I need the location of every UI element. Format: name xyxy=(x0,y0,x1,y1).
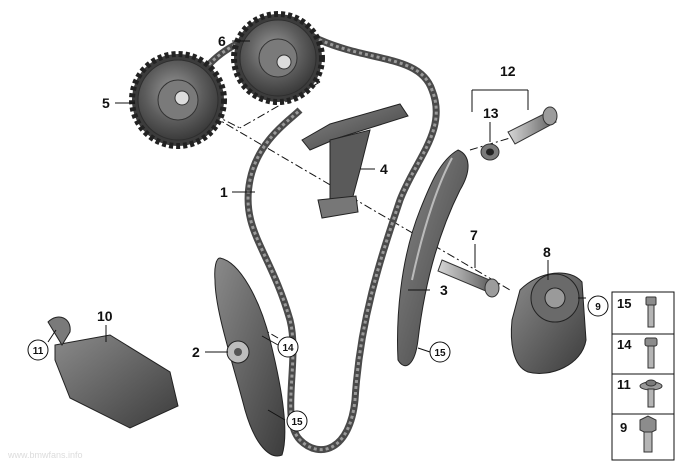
svg-text:15: 15 xyxy=(434,348,446,359)
callout-9-circle: 9 xyxy=(587,295,609,317)
legend-label-11: 11 xyxy=(617,377,631,392)
watermark: www.bmwfans.info xyxy=(7,450,83,460)
chain-tensioner xyxy=(510,272,587,374)
leader-lines xyxy=(47,40,586,421)
callout-7: 7 xyxy=(470,227,478,243)
callout-15-circle-rail: 15 xyxy=(286,410,308,432)
legend-row-15: 15 xyxy=(617,296,657,328)
legend-row-14: 14 xyxy=(617,337,658,369)
camshaft-sprocket-intake xyxy=(129,51,227,149)
callout-1: 1 xyxy=(220,184,228,200)
callouts: 1 2 3 4 5 6 7 8 10 12 13 9 11 14 15 15 xyxy=(27,33,609,432)
callout-11-circle: 11 xyxy=(27,339,49,361)
tensioner-rail xyxy=(397,149,469,367)
callout-12: 12 xyxy=(500,63,516,79)
slide-rail xyxy=(214,257,286,457)
svg-text:14: 14 xyxy=(282,343,294,354)
bolt-12 xyxy=(507,106,558,145)
callout-4: 4 xyxy=(380,161,388,177)
callout-3: 3 xyxy=(440,282,448,298)
callout-10: 10 xyxy=(97,308,113,324)
callout-14-circle: 14 xyxy=(277,336,299,358)
bolt-icon xyxy=(644,337,658,369)
camshaft-sprocket-exhaust xyxy=(231,11,325,105)
washer-bolt-icon xyxy=(639,379,663,408)
legend-label-15: 15 xyxy=(617,296,631,311)
callout-2: 2 xyxy=(192,344,200,360)
legend-row-11: 11 xyxy=(617,377,663,408)
small-parts-legend: 15 14 11 9 xyxy=(611,291,675,461)
callout-15-circle-tensioner: 15 xyxy=(429,341,451,363)
callout-8: 8 xyxy=(543,244,551,260)
svg-text:11: 11 xyxy=(33,346,44,357)
tensioner-housing xyxy=(47,316,179,429)
timing-chain xyxy=(186,29,440,453)
legend-label-14: 14 xyxy=(617,337,632,352)
bolt-7 xyxy=(437,259,500,298)
callout-6: 6 xyxy=(218,33,226,49)
callout-13: 13 xyxy=(483,105,499,121)
svg-text:15: 15 xyxy=(291,417,303,428)
bushing-13 xyxy=(480,143,500,161)
callout-5: 5 xyxy=(102,95,110,111)
hex-bolt-icon xyxy=(639,415,657,453)
short-bolt-icon xyxy=(645,296,657,328)
upper-guide-rail xyxy=(301,103,409,219)
legend-row-9: 9 xyxy=(620,415,657,453)
legend-label-9: 9 xyxy=(620,420,627,435)
svg-text:9: 9 xyxy=(595,302,601,313)
